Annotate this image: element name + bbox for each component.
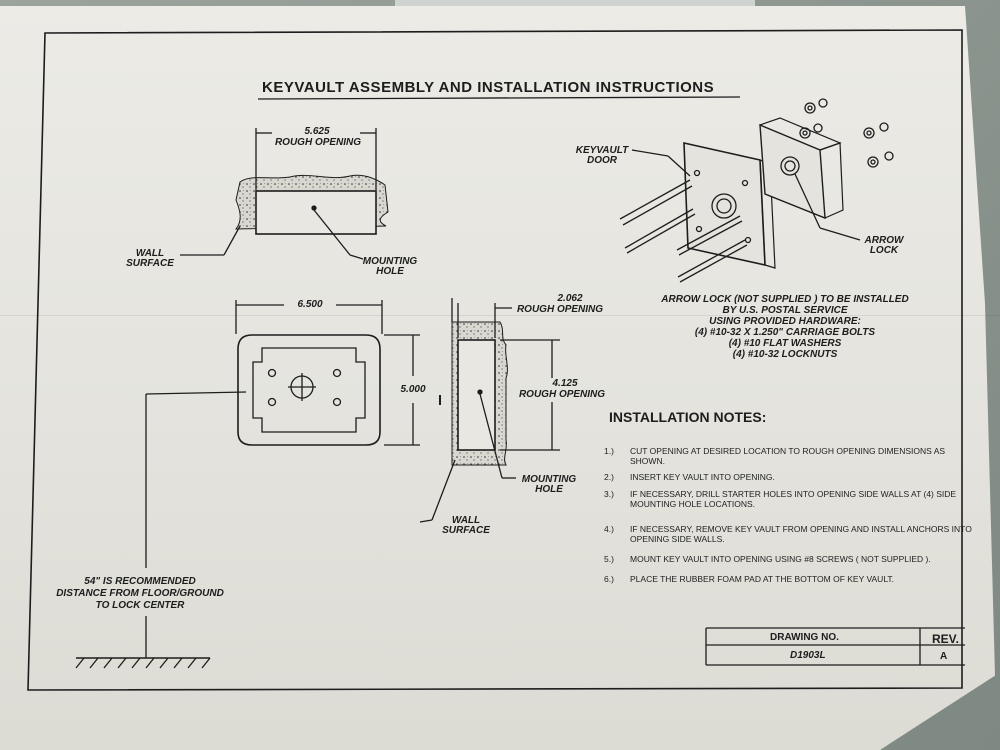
note-text: PLACE THE RUBBER FOAM PAD AT THE BOTTOM … [630, 574, 895, 584]
side-depth-dimension: 2.062 [557, 293, 583, 304]
note-text: MOUNT KEY VAULT INTO OPENING USING #8 SC… [630, 554, 931, 564]
note-number: 4.) [604, 524, 614, 534]
floor-note-line-2: DISTANCE FROM FLOOR/GROUND [56, 588, 224, 599]
note-number: 5.) [604, 554, 614, 564]
revision-label: REV. [932, 632, 959, 646]
arrow-lock-label-1: ARROW [864, 235, 904, 246]
note-text: IF NECESSARY, DRILL STARTER HOLES INTO O… [630, 489, 957, 509]
front-view [235, 300, 420, 446]
front-width-dimension: 6.500 [297, 299, 323, 310]
top-view [180, 128, 389, 260]
keyvault-door-label-1: KEYVAULT [575, 145, 629, 156]
top-hole-label-1: MOUNTING [362, 256, 418, 267]
note-number: 6.) [604, 574, 614, 584]
front-height-dimension: 5.000 [400, 384, 426, 395]
arrow-lock-label-2: LOCK [869, 245, 899, 256]
revision-value: A [940, 651, 948, 662]
drawing-number-label: DRAWING NO. [770, 632, 839, 643]
note-text: INSERT KEY VAULT INTO OPENING. [630, 472, 775, 482]
note-number: 3.) [604, 489, 614, 499]
arrow-text-line: (4) #10 FLAT WASHERS [728, 338, 842, 349]
paper-fold [0, 315, 1000, 316]
side-height-label: ROUGH OPENING [518, 389, 606, 400]
note-text: IF NECESSARY, REMOVE KEY VAULT FROM OPEN… [630, 524, 972, 544]
side-depth-label: ROUGH OPENING [516, 304, 604, 315]
title-block [705, 627, 965, 666]
title-underline [257, 96, 741, 100]
side-view [419, 298, 560, 523]
note-number: 1.) [604, 446, 614, 456]
page-title: KEYVAULT ASSEMBLY AND INSTALLATION INSTR… [262, 79, 715, 96]
note-text: CUT OPENING AT DESIRED LOCATION TO ROUGH… [630, 446, 946, 466]
keyvault-door-label-2: DOOR [587, 155, 617, 166]
sheet-border [27, 29, 963, 691]
side-height-dimension: 4.125 [552, 378, 578, 389]
side-hole-label-1: MOUNTING [521, 474, 577, 485]
top-rough-opening-label: ROUGH OPENING [274, 137, 362, 148]
side-wall-label-1: WALL [451, 515, 481, 526]
floor-dimension [75, 391, 247, 669]
arrow-text-line: (4) #10-32 LOCKNUTS [732, 349, 838, 360]
top-wall-label-1: WALL [135, 248, 165, 259]
arrow-text-line: (4) #10-32 X 1.250" CARRIAGE BOLTS [694, 327, 876, 338]
side-wall-label-2: SURFACE [442, 525, 490, 536]
side-hole-label-2: HOLE [535, 484, 563, 495]
floor-note-line-1: 54" IS RECOMMENDED [84, 576, 196, 587]
arrow-text-line: USING PROVIDED HARDWARE: [709, 316, 861, 327]
exploded-view [619, 98, 894, 283]
arrow-text-line: BY U.S. POSTAL SERVICE [722, 305, 848, 316]
top-hole-label-2: HOLE [376, 266, 404, 277]
arrow-lock-hardware-text: ARROW LOCK (NOT SUPPLIED ) TO BE INSTALL… [630, 294, 940, 360]
arrow-text-line: ARROW LOCK (NOT SUPPLIED ) TO BE INSTALL… [661, 294, 909, 305]
floor-note-line-3: TO LOCK CENTER [95, 600, 185, 611]
top-width-dimension: 5.625 [304, 126, 330, 137]
installation-notes-heading: INSTALLATION NOTES: [609, 409, 767, 425]
top-wall-label-2: SURFACE [126, 258, 174, 269]
note-number: 2.) [604, 472, 614, 482]
drawing-number-value: D1903L [790, 650, 826, 661]
